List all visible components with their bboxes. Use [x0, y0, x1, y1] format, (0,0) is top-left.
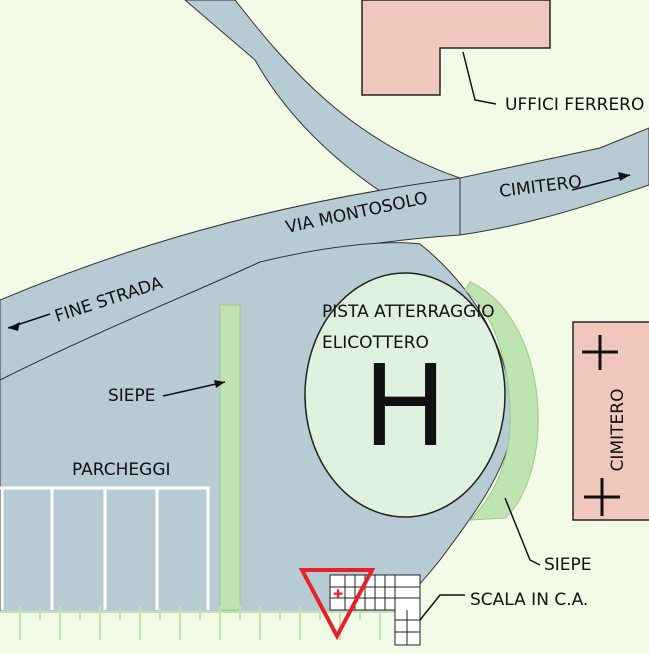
helipad [304, 272, 506, 518]
label-pista-line2: ELICOTTERO [322, 333, 429, 353]
warning-triangle-icon [298, 568, 376, 641]
hedge-right [464, 281, 539, 521]
cross-icon-bottom [584, 478, 620, 516]
label-scala: SCALA IN C.A. [470, 590, 588, 610]
label-siepe-left: SIEPE [108, 386, 156, 406]
arrow-cimitero-icon [618, 172, 630, 181]
label-pista-line1: PISTA ATTERRAGGIO [322, 302, 495, 322]
parking-lines [0, 486, 210, 610]
warning-cross-icon: ✚ [333, 587, 343, 601]
fence-ticks [0, 606, 400, 640]
hedge-left [219, 304, 241, 611]
arrow-fine-strada-icon [8, 322, 20, 331]
stairs-grid [329, 574, 421, 646]
helipad-h-mark: H [363, 342, 447, 472]
building-cimitero [572, 321, 649, 521]
label-siepe-right: SIEPE [544, 555, 592, 575]
label-cimitero-building: CIMITERO [608, 389, 628, 472]
arrow-siepe-icon [214, 380, 225, 388]
label-parcheggi: PARCHEGGI [72, 460, 171, 480]
building-uffici-ferrero [361, 0, 551, 96]
label-uffici-ferrero: UFFICI FERRERO [505, 95, 644, 115]
access-road-curve [184, 0, 649, 236]
cross-icon-top [582, 335, 618, 370]
